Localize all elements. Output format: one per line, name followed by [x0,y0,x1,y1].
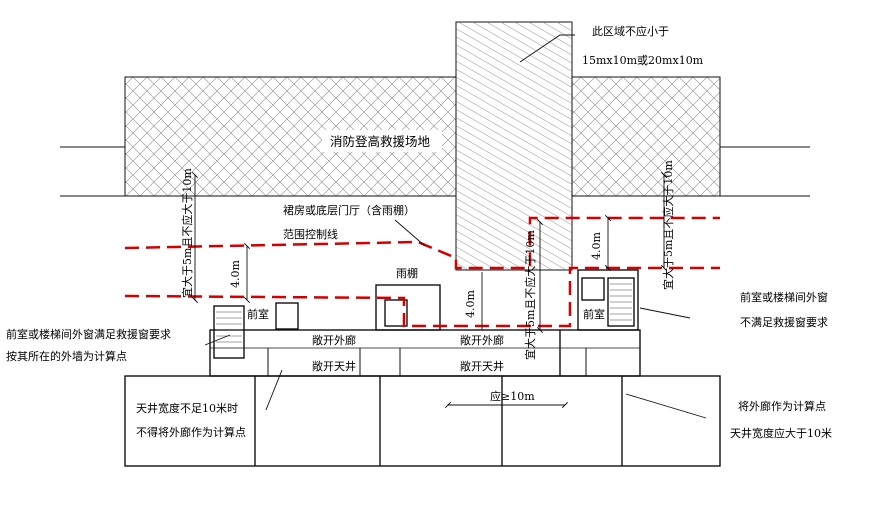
road-lines [60,146,810,197]
wall-openings [267,348,587,376]
right-note-line1: 前室或楼梯间外窗 [740,290,828,304]
left-dim-4m-label: 4.0m [229,260,242,288]
open-corridor-left-label: 敞开外廊 [312,333,356,347]
building-plan [124,269,721,467]
anteroom-left-label: 前室 [247,307,269,321]
bottom-right-note-line1: 将外廊作为计算点 [738,399,826,413]
dimension-lines [191,171,668,409]
open-well-left-label: 敞开天井 [312,359,356,373]
left-note-line2: 按其所在的外墙为计算点 [6,349,127,363]
area-note-line1: 此区域不应小于 [592,24,669,38]
left-note-line1: 前室或楼梯间外窗满足救援窗要求 [6,327,171,341]
mid-dim-vertical-label: 宜大于5m且不应大于10m [523,230,537,360]
stair-treads [216,283,632,349]
open-well-mid-label: 敞开天井 [460,359,504,373]
bottom-left-note-line2: 不得将外廊作为计算点 [136,425,246,439]
left-dim-vertical-label: 宜大于5m且不应大于10m [180,168,194,298]
anteroom-right-label: 前室 [583,307,605,321]
podium-control-label-1: 裙房或底层门厅（含雨棚） [283,203,415,217]
bottom-right-note-line2: 天井宽度应大于10米 [730,426,832,440]
mid-dim-4m-label: 4.0m [464,290,477,318]
minimum-area-hatch [456,22,572,270]
bottom-left-note-line1: 天井宽度不足10米时 [136,401,238,415]
leader-lines [204,34,707,419]
rescue-site-label: 消防登高救援场地 [330,134,431,149]
control-lines [124,216,720,328]
area-note-line2: 15mx10m或20mx10m [582,54,704,67]
right-note-line2: 不满足救援窗要求 [740,315,828,329]
right-dim-4m-label: 4.0m [590,232,603,260]
podium-control-label-2: 范围控制线 [283,227,338,241]
open-corridor-mid-label: 敞开外廊 [460,333,504,347]
right-dim-vertical-label: 宜大于5m且不应大于10m [661,160,675,290]
min-width-label: 应≥10m [490,389,535,403]
rescue-site-label-bg [322,130,442,152]
canopy-label: 雨棚 [396,266,418,280]
